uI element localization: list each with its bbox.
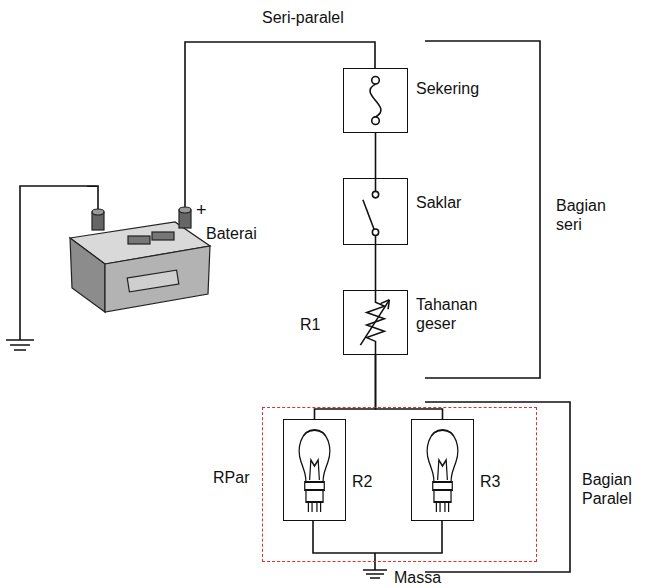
node-label: Saklar	[416, 193, 461, 212]
switch-symbol	[344, 179, 407, 244]
wire-connector	[315, 355, 376, 419]
battery-illustration	[70, 207, 210, 312]
wire-connector	[375, 133, 376, 178]
wire-connector	[376, 355, 443, 419]
part-label: −	[86, 174, 98, 198]
rheostat-box: R1Tahanan geser	[343, 290, 408, 355]
lamp-symbol	[284, 420, 345, 520]
lamp-symbol	[412, 420, 473, 520]
node-label: R1	[300, 315, 320, 334]
part-label: Bagian seri	[556, 196, 636, 234]
part-label: Bagian Paralel	[582, 470, 662, 508]
fuse-box: Sekering	[343, 68, 408, 133]
node-label: R2	[352, 472, 372, 491]
lamp-box: R3	[411, 419, 474, 521]
parallel-region: RParR2R3	[262, 407, 537, 562]
lamp-box: R2	[283, 419, 346, 521]
part-label: +	[196, 200, 207, 222]
fuse-symbol	[344, 69, 407, 132]
rheo-symbol	[344, 291, 407, 354]
part-label: Massa	[394, 568, 441, 587]
diagram-title: Seri-paralel	[262, 8, 344, 27]
switch-box: Saklar	[343, 178, 408, 245]
wire-connector	[375, 245, 376, 290]
node-label: Tahanan geser	[416, 295, 496, 333]
node-label: R3	[480, 472, 500, 491]
node-label: Sekering	[416, 79, 479, 98]
node-label: RPar	[213, 468, 249, 487]
part-label: Baterai	[206, 224, 257, 243]
